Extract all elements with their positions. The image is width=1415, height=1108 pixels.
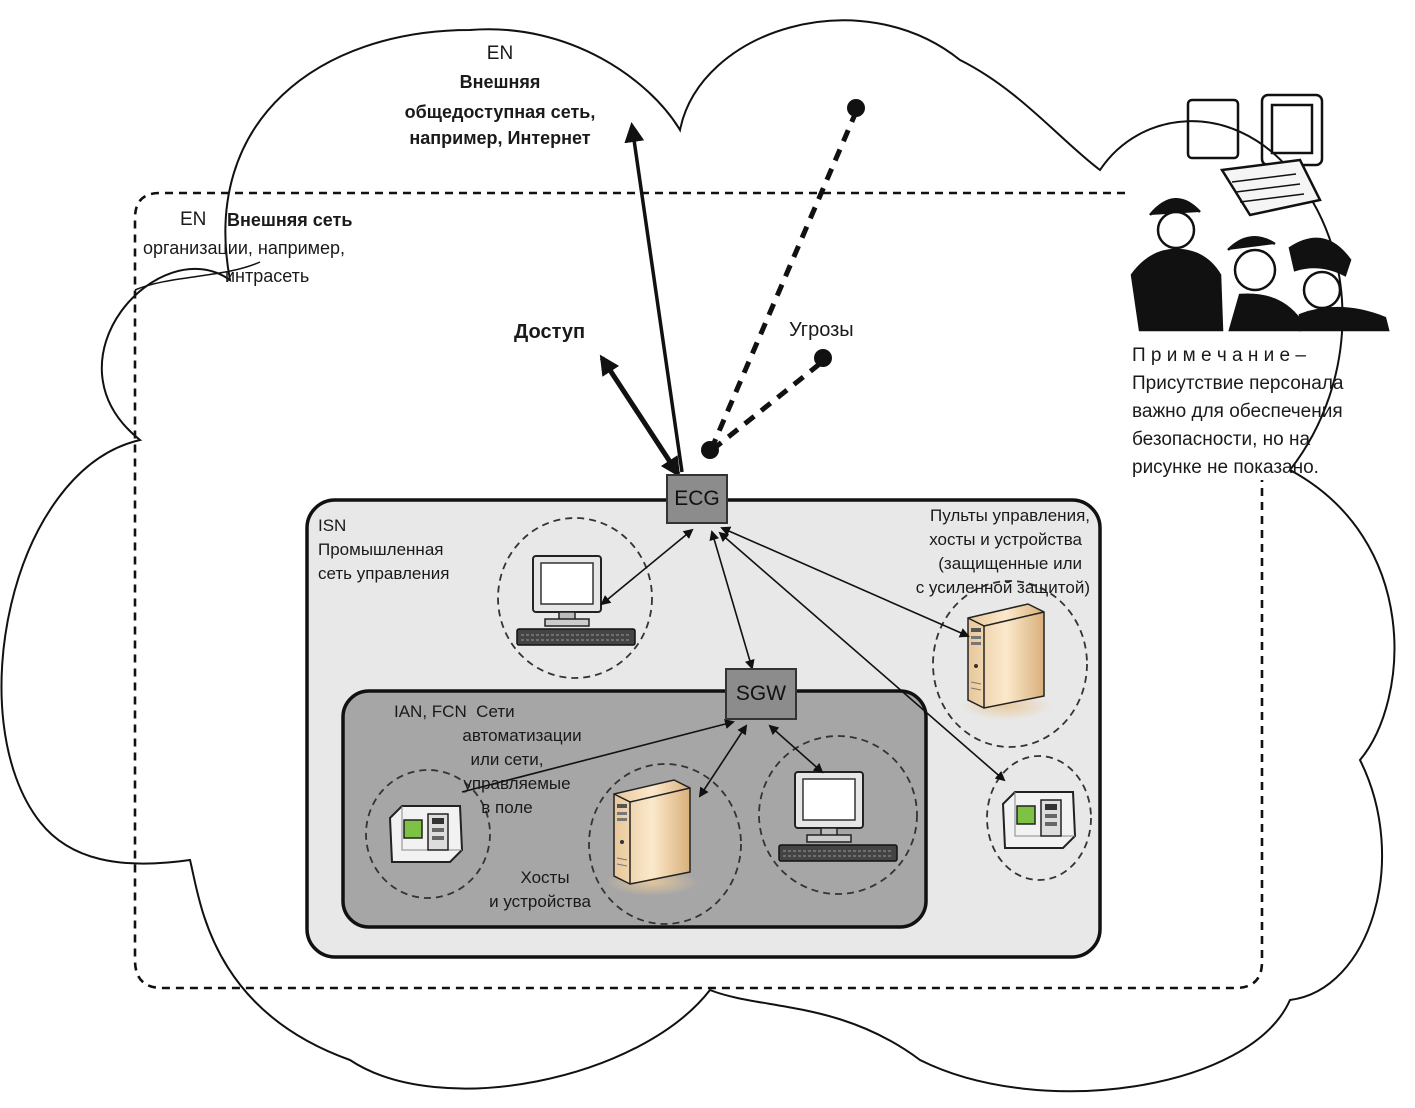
control-consoles-label-3: (защищенные или (938, 554, 1082, 573)
enterprise-network-boundary (133, 191, 1264, 990)
external-network-label-2: общедоступная сеть, (404, 102, 596, 122)
threat-dots (701, 99, 865, 459)
enterprise-network-label-3: интрасеть (225, 266, 310, 286)
external-links (599, 122, 684, 478)
isn-controller-device-icon (1002, 791, 1076, 849)
hosts-devices-label-1: Хосты (520, 868, 570, 887)
threat-lines (708, 111, 859, 452)
external-network-label-1: Внешняя (459, 72, 541, 92)
ian-fcn-label-4: управляемые (463, 774, 571, 793)
external-network-code: EN (486, 43, 514, 64)
enterprise-network-code: EN (180, 209, 207, 230)
access-label: Доступ (514, 321, 586, 343)
isn-server-icon (959, 603, 1053, 721)
enterprise-network-label-1: Внешняя сеть (227, 210, 353, 230)
ian-fcn-label-3: или сети, (470, 750, 544, 769)
field-server-icon (605, 779, 699, 897)
ian-fcn-label-1: IAN, FCN Сети (394, 702, 515, 721)
control-consoles-label-2: хосты и устройства (929, 530, 1082, 549)
sgw-gateway[interactable]: SGW (725, 668, 797, 720)
ian-fcn-label-2: автоматизации (462, 726, 582, 745)
note-line-3: важно для обеспечения (1132, 401, 1343, 422)
isn-label-1: Промышленная (318, 540, 444, 559)
note-heading: П р и м е ч а н и е – (1132, 345, 1306, 366)
external-network-label-3: например, Интернет (409, 128, 591, 148)
enterprise-network-label-2: организации, например, (143, 238, 346, 258)
connectors (461, 526, 1006, 798)
label-leader-curve (134, 261, 261, 291)
personnel-illustration (1130, 93, 1390, 332)
threats-label: Угрозы (789, 319, 854, 341)
control-consoles-label-1: Пульты управления, (930, 506, 1090, 525)
ian-fcn-label-5: в поле (481, 798, 533, 817)
ecg-gateway[interactable]: ECG (666, 474, 728, 524)
note-line-2: Присутствие персонала (1132, 373, 1344, 394)
control-consoles-label-4: с усиленной защитой) (915, 578, 1090, 597)
isn-code: ISN (318, 516, 347, 535)
isn-label-2: сеть управления (318, 564, 450, 583)
note-line-4: безопасности, но на (1132, 429, 1311, 450)
note-line-5: рисунке не показано. (1132, 457, 1319, 478)
hosts-devices-label-2: и устройства (489, 892, 591, 911)
